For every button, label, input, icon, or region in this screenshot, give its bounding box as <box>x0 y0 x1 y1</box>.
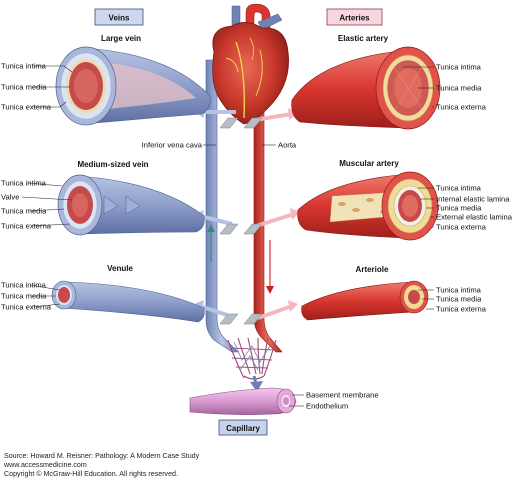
vein-leaders <box>21 65 73 308</box>
large-vein-externa-label: Tunica externa <box>1 103 52 112</box>
artery-leaders <box>403 66 434 310</box>
medium-vein-externa-label: Tunica externa <box>1 222 52 231</box>
arteriole-title: Arteriole <box>356 265 389 274</box>
capillary-leaders <box>289 394 304 407</box>
elastic-artery-externa-label: Tunica externa <box>436 103 487 112</box>
capillary: Capillary <box>189 387 297 436</box>
venule-externa-label: Tunica externa <box>1 303 52 312</box>
aorta-label: Aorta <box>278 141 297 150</box>
source-line-1: Source: Howard M. Reisner: Pathology: A … <box>4 452 200 460</box>
aorta-label-group: Aorta <box>262 141 297 150</box>
arteriole-externa-label: Tunica externa <box>436 305 487 314</box>
large-vein-media-label: Tunica media <box>1 83 47 92</box>
elastic-artery-intima-label: Tunica intima <box>436 63 482 72</box>
inferior-vena-cava <box>205 59 239 353</box>
capillary-labels: Basement membrane Endothelium <box>306 391 379 411</box>
medium-vein-media-label: Tunica media <box>1 207 47 216</box>
endothelium-label: Endothelium <box>306 402 348 411</box>
vena-cava-label: Inferior vena cava <box>142 141 203 150</box>
elastic-artery: Elastic artery <box>291 34 441 130</box>
venule-labels: Tunica intima Tunica media Tunica extern… <box>1 281 52 312</box>
arteriole: Arteriole <box>301 265 429 321</box>
basement-membrane-label: Basement membrane <box>306 391 379 400</box>
muscular-artery-eel-label: External elastic lamina <box>436 213 513 222</box>
arteriole-intima-label: Tunica intima <box>436 286 482 295</box>
source-credit: Source: Howard M. Reisner: Pathology: A … <box>3 452 200 478</box>
venule: Venule <box>51 264 205 323</box>
arteriole-labels: Tunica intima Tunica media Tunica extern… <box>436 286 487 314</box>
arteries-header-text: Arteries <box>339 14 370 23</box>
medium-vein-intima-label: Tunica intima <box>1 179 47 188</box>
elastic-artery-labels: Tunica intima Tunica media Tunica extern… <box>436 63 487 112</box>
venule-intima-label: Tunica intima <box>1 281 47 290</box>
venule-media-label: Tunica media <box>1 292 47 301</box>
capillary-bed <box>227 337 277 380</box>
vena-cava-label-group: Inferior vena cava <box>142 141 216 150</box>
source-url: www.accessmedicine.com <box>3 461 87 469</box>
heart-illustration <box>212 3 289 125</box>
muscular-artery-iel-label: Internal elastic lamina <box>436 195 510 204</box>
medium-vein-title: Medium-sized vein <box>77 160 148 169</box>
muscular-artery-intima-label: Tunica intima <box>436 184 482 193</box>
venule-title: Venule <box>107 264 133 273</box>
large-vein-labels: Tunica intima Tunica media Tunica extern… <box>1 62 52 112</box>
capillary-title: Capillary <box>226 424 260 433</box>
arteries-header: Arteries <box>326 8 383 26</box>
muscular-artery-externa-label: Tunica externa <box>436 223 487 232</box>
muscular-artery-labels: Tunica intima Internal elastic lamina Tu… <box>436 184 513 232</box>
veins-header: Veins <box>94 8 144 26</box>
muscular-artery-media-label: Tunica media <box>436 204 482 213</box>
large-vein: Large vein <box>55 34 211 126</box>
copyright-line: Copyright © McGraw-Hill Education. All r… <box>4 470 178 478</box>
medium-vein: Medium-sized vein <box>57 160 205 236</box>
large-vein-intima-label: Tunica intima <box>1 62 47 71</box>
elastic-artery-media-label: Tunica media <box>436 84 482 93</box>
large-vein-title: Large vein <box>101 34 141 43</box>
muscular-artery: Muscular artery <box>297 159 439 241</box>
arteriole-media-label: Tunica media <box>436 295 482 304</box>
muscular-artery-title: Muscular artery <box>339 159 399 168</box>
junction-markers <box>219 117 263 325</box>
medium-vein-labels: Tunica intima Valve Tunica media Tunica … <box>1 179 52 231</box>
elastic-artery-title: Elastic artery <box>338 34 389 43</box>
medium-vein-valve-label: Valve <box>1 193 19 202</box>
veins-header-text: Veins <box>109 14 130 23</box>
aorta <box>253 69 283 353</box>
